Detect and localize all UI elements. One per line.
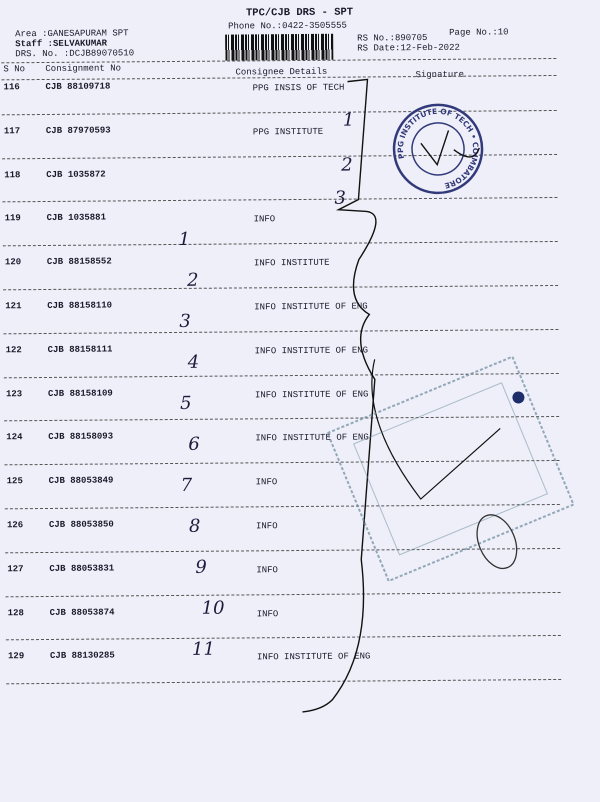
handwritten-count: 6	[188, 433, 200, 455]
signature-stroke	[371, 359, 501, 500]
bracket-line	[302, 78, 377, 713]
received-stamp	[326, 355, 575, 583]
stamp-text: PPG INSTITUTE OF TECH • COIMBATORE	[386, 97, 490, 200]
handwritten-count: 8	[188, 515, 201, 537]
handwritten-count: 2	[341, 154, 353, 176]
handwritten-count: 1	[342, 109, 355, 131]
handwritten-count: 7	[180, 474, 193, 496]
handwritten-count: 4	[187, 351, 200, 373]
handwritten-count: 9	[195, 556, 207, 578]
handwritten-count: 5	[179, 392, 192, 414]
stamp-ring-text: PPG INSTITUTE OF TECH • COIMBATORE	[386, 97, 490, 200]
handwritten-count: 3	[334, 187, 346, 209]
handwritten-count: 10	[201, 597, 225, 619]
handwritten-count: 2	[186, 269, 199, 291]
institute-stamp: PPG INSTITUTE OF TECH • COIMBATORE	[386, 97, 490, 200]
handwritten-count: 1	[178, 228, 191, 250]
handwritten-count: 3	[179, 310, 191, 332]
handwritten-count: 11	[191, 638, 215, 660]
